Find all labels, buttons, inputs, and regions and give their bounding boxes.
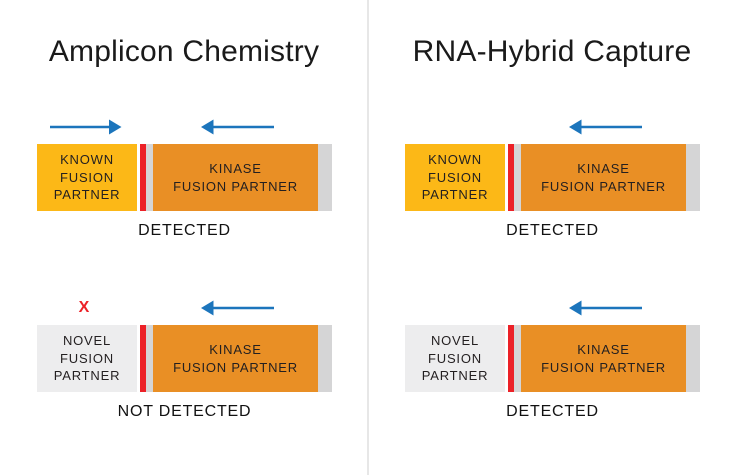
status-label: DETECTED	[138, 222, 231, 239]
breakpoint-gray-stripe	[514, 144, 521, 211]
box-label-line: KINASE	[209, 161, 262, 176]
right-arrow-icon	[50, 119, 122, 135]
box-label-line: NOVEL	[430, 333, 480, 349]
marker-row: X	[37, 300, 332, 325]
known-fusion-partner-box: KNOWN FUSION PARTNER	[405, 144, 505, 211]
breakpoint-red-stripe	[140, 325, 146, 392]
amplicon-chemistry-column: Amplicon Chemistry KNOWN FUSION PARTNER	[37, 35, 332, 421]
box-label-line: KINASE	[209, 342, 262, 357]
box-label-line: NOVEL	[62, 333, 112, 349]
column-title-rna-hybrid: RNA-Hybrid Capture	[412, 35, 692, 68]
box-label-line: KINASE	[577, 161, 630, 176]
known-fusion-partner-box: KNOWN FUSION PARTNER	[37, 144, 137, 211]
left-arrow-icon	[569, 119, 642, 135]
breakpoint-gray-stripe	[146, 325, 153, 392]
marker-row	[405, 300, 700, 325]
novel-fusion-partner-box: NOVEL FUSION PARTNER	[405, 325, 505, 392]
bar-end-cap	[318, 325, 332, 392]
box-label-line: FUSION	[60, 350, 114, 366]
breakpoint-gap	[137, 144, 140, 211]
amplicon-known-case: KNOWN FUSION PARTNER KINASE FUSION PARTN…	[37, 119, 332, 240]
status-label: DETECTED	[506, 222, 599, 239]
box-label-line: PARTNER	[421, 368, 489, 384]
fusion-bar: KNOWN FUSION PARTNER KINASE FUSION PARTN…	[37, 144, 332, 211]
status-label: NOT DETECTED	[117, 403, 252, 420]
rna-hybrid-capture-column: RNA-Hybrid Capture KNOWN FUSION PARTNER	[368, 0, 736, 475]
box-label-line: PARTNER	[421, 187, 489, 203]
left-arrow-icon	[569, 300, 642, 316]
bar-end-cap	[686, 144, 700, 211]
breakpoint-gray-stripe	[146, 144, 153, 211]
box-label-line: KNOWN	[60, 152, 114, 168]
box-label-line: FUSION PARTNER	[173, 359, 298, 375]
kinase-fusion-partner-box: KINASE FUSION PARTNER	[521, 325, 686, 392]
bar-end-cap	[686, 325, 700, 392]
fusion-bar: KNOWN FUSION PARTNER KINASE FUSION PARTN…	[405, 144, 700, 211]
fusion-bar: NOVEL FUSION PARTNER KINASE FUSION PARTN…	[37, 325, 332, 392]
breakpoint-red-stripe	[508, 144, 514, 211]
marker-row	[405, 119, 700, 144]
box-label-line: FUSION PARTNER	[541, 178, 666, 194]
breakpoint-gap	[505, 144, 508, 211]
x-icon: X	[78, 299, 90, 316]
box-label-line: FUSION PARTNER	[173, 178, 298, 194]
box-label-line: PARTNER	[53, 368, 121, 384]
hybrid-novel-case: NOVEL FUSION PARTNER KINASE FUSION PARTN…	[405, 300, 700, 421]
box-label-line: FUSION PARTNER	[541, 359, 666, 375]
breakpoint-red-stripe	[508, 325, 514, 392]
marker-row	[37, 119, 332, 144]
box-label-line: FUSION	[60, 169, 114, 185]
left-arrow-icon	[201, 300, 274, 316]
breakpoint-gap	[505, 325, 508, 392]
box-label-line: KNOWN	[428, 152, 482, 168]
bar-end-cap	[318, 144, 332, 211]
breakpoint-gap	[137, 325, 140, 392]
column-title-amplicon: Amplicon Chemistry	[48, 35, 320, 68]
amplicon-novel-case: X NOVEL FUSION PARTNER KINASE FUSION PAR…	[37, 300, 332, 421]
box-label-line: KINASE	[577, 342, 630, 357]
left-arrow-icon	[201, 119, 274, 135]
hybrid-known-case: KNOWN FUSION PARTNER KINASE FUSION PARTN…	[405, 119, 700, 240]
kinase-fusion-partner-box: KINASE FUSION PARTNER	[153, 325, 318, 392]
novel-fusion-partner-box: NOVEL FUSION PARTNER	[37, 325, 137, 392]
column-divider	[367, 0, 369, 475]
status-label: DETECTED	[506, 403, 599, 420]
box-label-line: FUSION	[428, 350, 482, 366]
kinase-fusion-partner-box: KINASE FUSION PARTNER	[521, 144, 686, 211]
breakpoint-gray-stripe	[514, 325, 521, 392]
box-label-line: FUSION	[428, 169, 482, 185]
breakpoint-red-stripe	[140, 144, 146, 211]
fusion-bar: NOVEL FUSION PARTNER KINASE FUSION PARTN…	[405, 325, 700, 392]
box-label-line: PARTNER	[53, 187, 121, 203]
kinase-fusion-partner-box: KINASE FUSION PARTNER	[153, 144, 318, 211]
